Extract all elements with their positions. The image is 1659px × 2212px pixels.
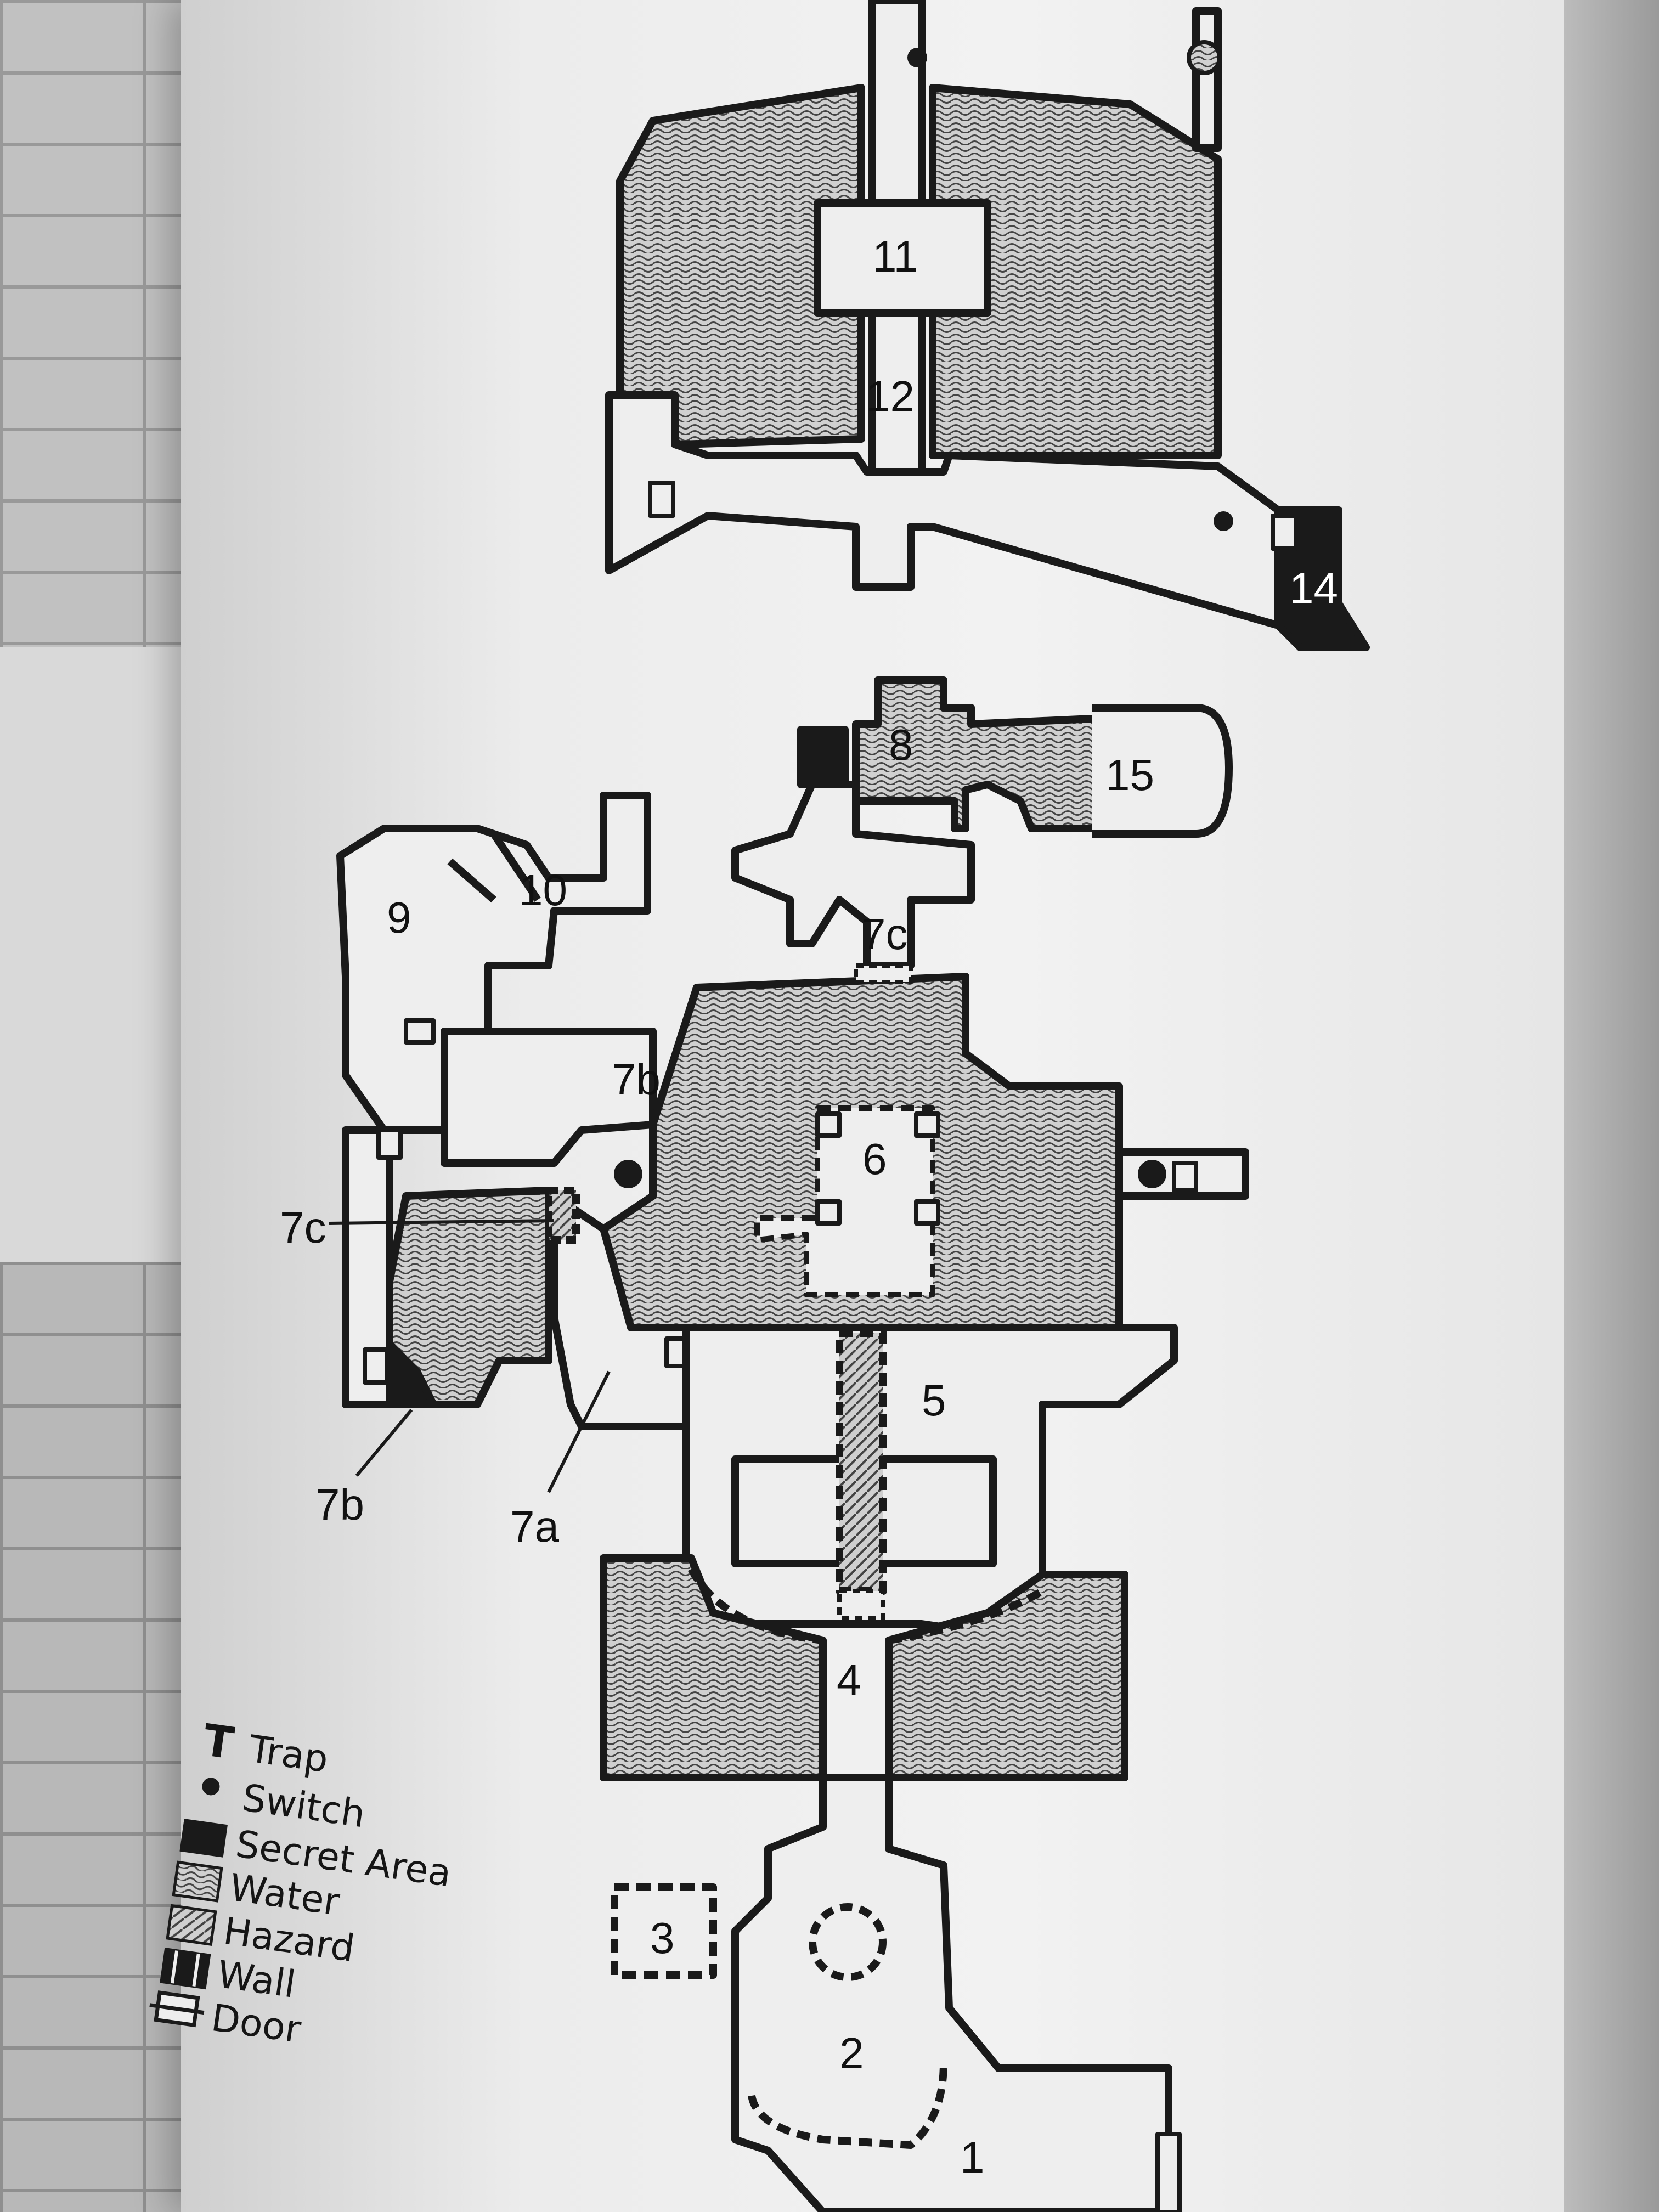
upper-room-14 bbox=[814, 199, 991, 317]
switch-marker bbox=[1214, 511, 1233, 531]
door-room-7b bbox=[363, 1347, 389, 1385]
label-room-3: 3 bbox=[650, 1914, 675, 1962]
legend-trap-symbol: T bbox=[200, 1714, 237, 1769]
room-2-dashed-circle bbox=[809, 1903, 887, 1981]
label-room-14: 11 bbox=[872, 232, 918, 281]
label-room-16: 14 bbox=[1289, 564, 1338, 613]
room-6-center bbox=[754, 1105, 935, 1297]
label-room-10: 8 bbox=[889, 720, 913, 769]
door-room-5 bbox=[837, 1589, 885, 1621]
room-8 bbox=[441, 1028, 657, 1167]
legend-switch-icon bbox=[202, 1778, 220, 1796]
room-10-secret bbox=[797, 726, 849, 788]
room-5-hazard-bridge bbox=[836, 1329, 887, 1595]
label-room-7b: 7b bbox=[315, 1480, 364, 1529]
label-room-1: 1 bbox=[960, 2133, 985, 2182]
room-16-secret bbox=[1274, 506, 1370, 651]
label-room-12: 10 bbox=[518, 866, 567, 915]
label-room-7a: 7a bbox=[510, 1502, 559, 1551]
map-legend: T Trap Switch Secret Area Water Hazard W… bbox=[149, 1714, 454, 2052]
room-6-pillar-2 bbox=[914, 1111, 940, 1138]
door-upper-left bbox=[648, 481, 675, 518]
label-room-4: 4 bbox=[837, 1656, 861, 1705]
label-room-17: 15 bbox=[1105, 751, 1154, 799]
label-room-15: 12 bbox=[866, 372, 915, 421]
legend-wall-icon-marks bbox=[170, 1950, 200, 1987]
legend-door-icon-line bbox=[149, 2003, 205, 2015]
room-9-cross bbox=[731, 781, 975, 969]
legend-wall-icon bbox=[160, 1947, 211, 1990]
door-room-6-right bbox=[1172, 1161, 1198, 1193]
brick-wall-background-lower bbox=[0, 1262, 181, 2212]
room-3-secret-closet bbox=[611, 1883, 717, 1979]
room-2 bbox=[731, 1774, 1172, 2212]
room-6-pillar-4 bbox=[914, 1199, 940, 1226]
page-edge-shadow bbox=[1564, 0, 1659, 2212]
room-4-dashed-edge-left bbox=[687, 1567, 823, 1644]
door-room-1 bbox=[1155, 2132, 1182, 2212]
room-17-chamber bbox=[1092, 704, 1233, 838]
middle-dungeon-section bbox=[336, 676, 1249, 1781]
legend-secret-area-icon bbox=[179, 1819, 228, 1858]
switch-marker-room-8 bbox=[614, 1160, 642, 1188]
legend-wall-label: Wall bbox=[215, 1953, 298, 2007]
label-room-6: 6 bbox=[862, 1135, 887, 1183]
water-outlet bbox=[1187, 40, 1222, 75]
upper-dungeon-section bbox=[605, 0, 1370, 651]
legend-water-icon bbox=[172, 1860, 223, 1903]
legend-hazard-icon bbox=[166, 1904, 217, 1946]
label-room-5: 5 bbox=[922, 1376, 946, 1425]
room-12-divider bbox=[447, 832, 541, 903]
room-10-water bbox=[852, 676, 1118, 832]
room-11-12 bbox=[336, 792, 651, 1134]
label-room-11: 9 bbox=[387, 893, 411, 942]
room-7c-hazard-wall bbox=[545, 1187, 580, 1244]
legend-trap-label: Trap bbox=[246, 1728, 331, 1781]
label-room-8: 7b bbox=[612, 1055, 661, 1104]
lower-dungeon-section bbox=[611, 1774, 1182, 2212]
label-room-7c: 7c bbox=[280, 1203, 326, 1252]
room-6-pillar-3 bbox=[815, 1199, 842, 1226]
room-6-pillar-1 bbox=[815, 1111, 842, 1138]
door-room-7-left bbox=[376, 1128, 403, 1160]
room-2-dashed-platform bbox=[748, 2062, 947, 2149]
switch-marker-top bbox=[907, 48, 927, 67]
label-room-2: 2 bbox=[839, 2029, 864, 2078]
label-leader-lines bbox=[329, 1219, 611, 1493]
door-room-11 bbox=[404, 1018, 436, 1045]
upper-right-passage bbox=[1192, 7, 1222, 152]
door-upper-right bbox=[1271, 514, 1298, 551]
door-room-9 bbox=[854, 963, 913, 984]
room-labels: 11 12 14 8 15 7c 10 9 7b 6 7c 5 7b 7a 4 … bbox=[280, 232, 1338, 2182]
upper-water-right bbox=[929, 84, 1222, 459]
room-4-dashed-edge-right bbox=[888, 1587, 1045, 1644]
switch-marker-room-6 bbox=[1138, 1160, 1166, 1188]
label-room-9: 7c bbox=[861, 910, 908, 958]
